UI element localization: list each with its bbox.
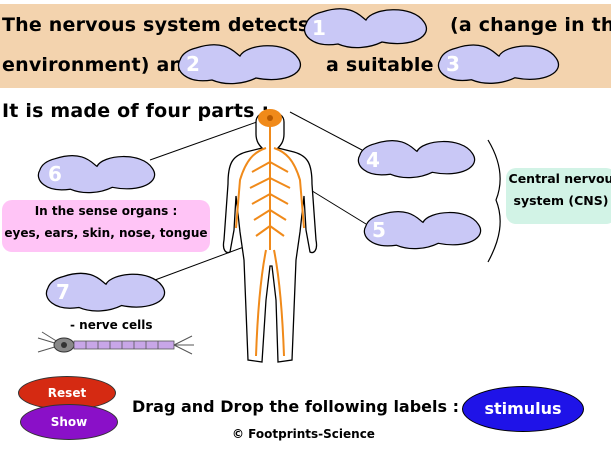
cns-subtitle: system (CNS) <box>513 193 609 208</box>
drop-target-2[interactable]: 2 <box>176 40 304 86</box>
drop-target-number: 2 <box>186 52 200 76</box>
sense-organs-list: eyes, ears, skin, nose, tongue <box>4 226 208 240</box>
copyright: © Footprints-Science <box>232 427 375 441</box>
drop-target-number: 1 <box>312 16 326 40</box>
drop-target-3[interactable]: 3 <box>436 40 562 86</box>
parts-heading: It is made of four parts : <box>2 100 270 122</box>
drop-target-6[interactable]: 6 <box>36 150 158 196</box>
nerve-cell-icon <box>37 331 194 355</box>
draggable-label-stimulus[interactable]: stimulus <box>462 386 584 432</box>
show-answers-button[interactable]: Show answers <box>20 404 118 463</box>
intro-line2-part1: environment) and <box>2 54 197 76</box>
cloud-shape <box>177 44 301 85</box>
cloud-shape <box>363 210 481 250</box>
cloud-shape <box>437 44 559 84</box>
human-body-diagram <box>200 100 340 374</box>
drop-target-7[interactable]: 7 <box>44 268 168 314</box>
cns-title: Central nervou <box>508 171 611 186</box>
cloud-shape <box>303 8 427 49</box>
intro-line1-part1: The nervous system detects a <box>2 14 330 36</box>
drop-target-5[interactable]: 5 <box>362 206 484 252</box>
drop-target-1[interactable]: 1 <box>302 4 430 50</box>
cloud-shape <box>45 272 165 312</box>
nerve-cells-label: - nerve cells <box>70 318 153 332</box>
drop-target-number: 7 <box>56 280 70 304</box>
drop-target-number: 6 <box>48 162 62 186</box>
drag-instruction: Drag and Drop the following labels : <box>132 397 460 416</box>
intro-line1-part2: (a change in the <box>450 14 611 36</box>
intro-line2-part2: a suitable <box>326 54 434 76</box>
drop-target-number: 4 <box>366 148 380 172</box>
drop-target-number: 3 <box>446 52 460 76</box>
drop-target-4[interactable]: 4 <box>356 136 478 180</box>
sense-organs-title: In the sense organs : <box>34 204 178 218</box>
sense-organs-box: In the sense organs : eyes, ears, skin, … <box>2 200 210 252</box>
cloud-shape <box>357 139 475 179</box>
cns-box: Central nervou system (CNS) <box>506 168 611 224</box>
drop-target-number: 5 <box>372 218 386 242</box>
cloud-shape <box>37 154 155 194</box>
